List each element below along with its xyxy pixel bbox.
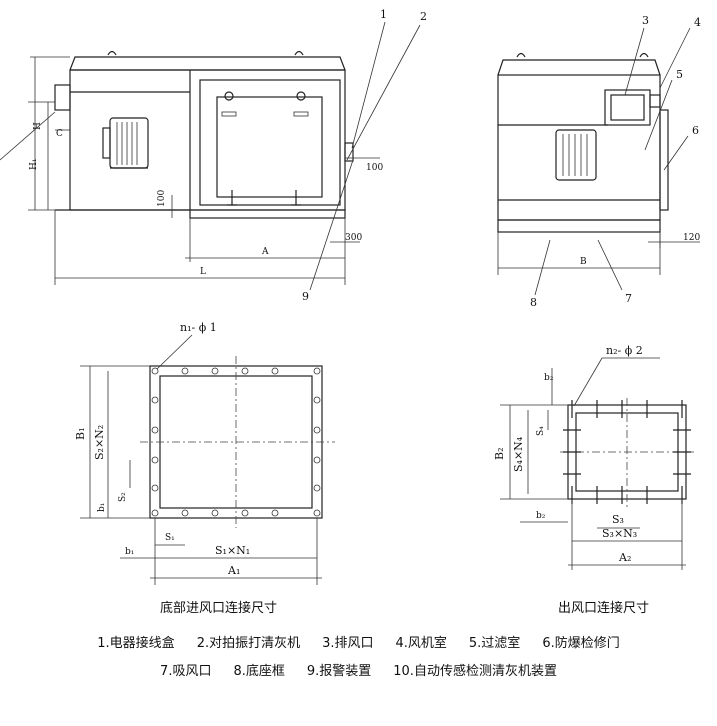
dim-C: C (56, 129, 63, 139)
dim-H1: H₁ (29, 159, 39, 170)
callout-5: 5 (676, 68, 683, 81)
legend-item: 7.吸风口 (160, 664, 212, 679)
inlet-flange-view: n₁- ϕ 1 B₁ S₂×N₂ b₁ S₂ S₁ b₁ S₁×N₁ A₁ (74, 321, 335, 585)
dim-100-right: 100 (366, 163, 383, 173)
dim-b1-vertical: b₁ (97, 503, 107, 512)
legend-item: 3.排风口 (322, 636, 374, 651)
callout-2: 2 (420, 10, 427, 23)
callout-3: 3 (642, 14, 649, 27)
dim-A2: A₂ (618, 551, 631, 564)
dim-S4: S₄ (536, 426, 546, 436)
callout-4: 4 (694, 16, 701, 29)
dim-S1xN1: S₁×N₁ (215, 544, 250, 557)
legend-item: 10.自动传感检测清灰机装置 (393, 664, 557, 679)
dim-S3: S₃ (612, 513, 624, 526)
dim-H: H (33, 122, 43, 130)
legend-row-1: 1.电器接线盒 2.对拍振打清灰机 3.排风口 4.风机室 5.过滤室 6.防爆… (0, 632, 717, 651)
dim-S2xN2: S₂×N₂ (93, 425, 106, 460)
dim-S3xN3: S₃×N₃ (602, 527, 637, 540)
end-view: 120 B 3 4 5 6 7 8 (497, 14, 701, 309)
legend-item: 8.底座框 (233, 664, 285, 679)
dim-S4xN4: S₄×N₄ (512, 436, 525, 472)
dim-120: 120 (683, 233, 700, 243)
side-view: H H₁ C 100 100 300 A L 1 2 9 (0, 8, 427, 303)
outlet-hole-label: n₂- ϕ 2 (606, 344, 643, 357)
dim-A: A (261, 247, 269, 257)
dim-b1-horizontal: b₁ (125, 547, 134, 557)
dim-S2: S₂ (118, 492, 128, 502)
legend-item: 4.风机室 (395, 636, 447, 651)
callout-8: 8 (530, 296, 537, 309)
legend-item: 1.电器接线盒 (97, 636, 175, 651)
dim-S1: S₁ (165, 533, 175, 543)
legend-item: 6.防爆检修门 (542, 636, 620, 651)
dim-b2-vertical: b₂ (544, 373, 554, 383)
callout-6: 6 (692, 124, 699, 137)
legend-row-2: 7.吸风口 8.底座框 9.报警装置 10.自动传感检测清灰机装置 (0, 660, 717, 679)
dim-L: L (200, 267, 206, 277)
legend-item: 2.对拍振打清灰机 (196, 636, 301, 651)
inlet-bolt-holes (151, 367, 321, 517)
legend-item: 9.报警装置 (306, 664, 372, 679)
inlet-caption: 底部进风口连接尺寸 (160, 601, 278, 616)
dim-100-left: 100 (157, 190, 167, 207)
dim-B2: B₂ (493, 448, 506, 461)
dim-b2-horizontal: b₂ (536, 511, 546, 521)
dim-B: B (580, 257, 587, 267)
dim-A1: A₁ (227, 564, 240, 577)
callout-1: 1 (380, 8, 387, 21)
dim-300: 300 (345, 233, 362, 243)
callout-9: 9 (302, 290, 309, 303)
outlet-caption: 出风口连接尺寸 (558, 601, 650, 616)
legend-item: 5.过滤室 (468, 636, 521, 651)
callout-7: 7 (625, 292, 632, 305)
dim-B1: B₁ (74, 428, 87, 441)
inlet-hole-label: n₁- ϕ 1 (180, 321, 217, 334)
outlet-flange-view: n₂- ϕ 2 b₂ B₂ S₄×N₄ S₄ b₂ S₃ S₃×N₃ A₂ (493, 344, 694, 570)
fan-motor (102, 117, 149, 169)
